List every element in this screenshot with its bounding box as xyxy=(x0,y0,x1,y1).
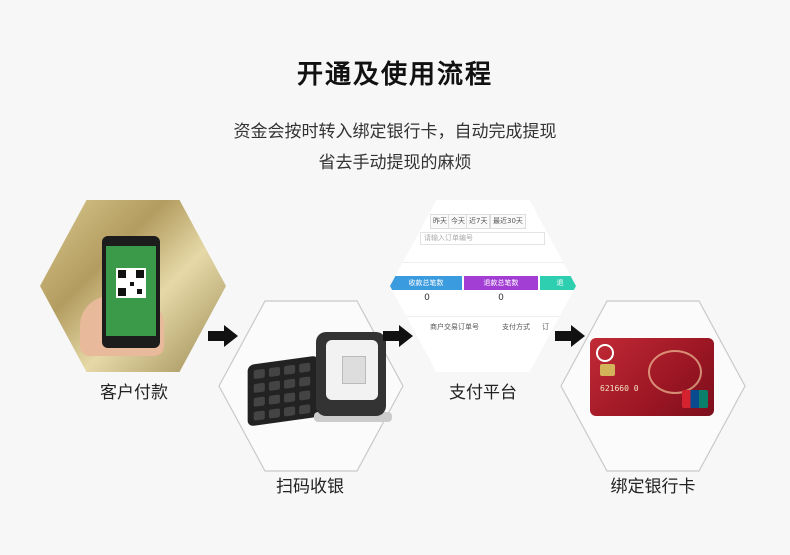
step-customer-payment xyxy=(40,200,226,372)
table-header-order-no: 商户交易订单号 xyxy=(430,323,479,331)
table-header-pay-method: 支付方式 xyxy=(502,323,530,331)
step-label-payment-platform: 支付平台 xyxy=(449,383,517,403)
subtitle-line-2: 省去手动提现的麻烦 xyxy=(318,153,472,173)
payment-platform-screen-icon: 昨天 今天 近7天 最近30天 请输入订单编号 收款总笔数 退款总笔数 退 0 … xyxy=(390,200,576,372)
payments-count-value: 0 xyxy=(424,293,430,303)
unionpay-logo-icon xyxy=(682,390,708,408)
refunds-count-value: 0 xyxy=(498,293,504,303)
card-number: 621660 0 xyxy=(600,384,639,393)
arrow-right-icon xyxy=(383,325,413,347)
refunds-count-card: 退款总笔数 xyxy=(464,276,538,290)
page-title: 开通及使用流程 xyxy=(296,60,493,90)
step-label-bind-bank-card: 绑定银行卡 xyxy=(610,477,696,497)
table-header-order: 订 xyxy=(542,323,549,331)
payments-count-card: 收款总笔数 xyxy=(390,276,462,290)
barcode-scanner-icon xyxy=(218,300,404,472)
arrow-right-icon xyxy=(208,325,238,347)
bank-logo-icon xyxy=(596,344,614,362)
phone-qr-payment-icon xyxy=(40,200,226,372)
card-chip-icon xyxy=(600,364,615,376)
bank-card-icon: 621660 0 xyxy=(560,300,746,472)
filter-7days-button[interactable]: 近7天 xyxy=(466,214,491,229)
step-scan-checkout xyxy=(218,300,404,472)
step-bind-bank-card: 621660 0 xyxy=(560,300,746,472)
step-label-customer-payment: 客户付款 xyxy=(100,383,168,403)
step-payment-platform: 昨天 今天 近7天 最近30天 请输入订单编号 收款总笔数 退款总笔数 退 0 … xyxy=(390,200,576,372)
order-search-input[interactable]: 请输入订单编号 xyxy=(420,232,545,245)
third-stat-card: 退 xyxy=(540,276,576,290)
subtitle-line-1: 资金会按时转入绑定银行卡，自动完成提现 xyxy=(233,122,557,142)
filter-yesterday-button[interactable]: 昨天 xyxy=(430,214,450,229)
filter-today-button[interactable]: 今天 xyxy=(448,214,468,229)
filter-30days-button[interactable]: 最近30天 xyxy=(490,214,526,229)
step-label-scan-checkout: 扫码收银 xyxy=(276,477,344,497)
arrow-right-icon xyxy=(555,325,585,347)
